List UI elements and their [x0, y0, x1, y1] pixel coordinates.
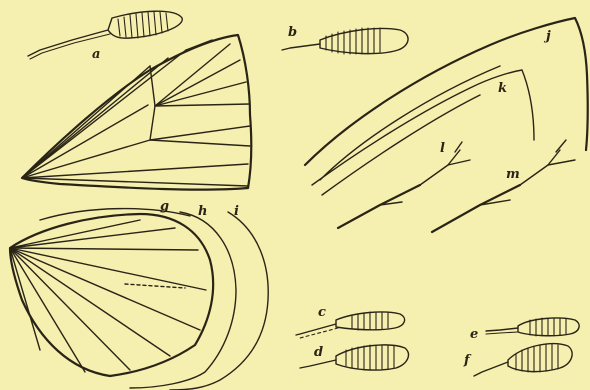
outline-h — [130, 212, 236, 388]
label-j: j — [543, 29, 551, 44]
label-m: m — [506, 167, 520, 182]
vein-fragment-l — [338, 142, 470, 228]
label-i: i — [234, 204, 239, 219]
antenna-c — [296, 312, 405, 338]
label-k: k — [498, 81, 507, 96]
antenna-b — [282, 28, 408, 54]
label-l: l — [440, 141, 445, 156]
label-c: c — [318, 305, 326, 320]
label-d: d — [314, 345, 323, 360]
hindwing — [10, 214, 213, 376]
antenna-a — [28, 11, 182, 59]
antenna-f — [474, 344, 572, 376]
label-h: h — [198, 204, 207, 219]
label-e: e — [470, 327, 478, 342]
label-b: b — [288, 25, 297, 40]
antenna-e — [486, 318, 579, 336]
forewing — [22, 35, 251, 190]
label-g: g — [160, 199, 169, 214]
vein-fragment-m — [432, 140, 575, 232]
label-f: f — [463, 353, 472, 368]
label-a: a — [92, 47, 100, 62]
outline-i — [170, 212, 268, 390]
